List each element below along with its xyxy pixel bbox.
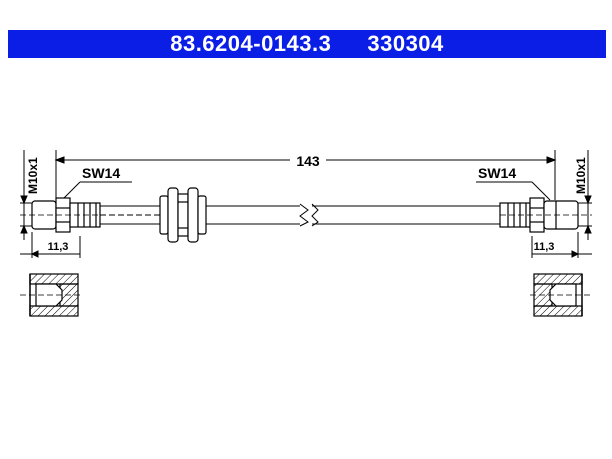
hose-bracket bbox=[159, 187, 207, 243]
wrench-leader-right bbox=[476, 181, 551, 201]
thread-label-right: M10x1 bbox=[574, 157, 588, 194]
thread-label-left: M10x1 bbox=[26, 157, 40, 194]
depth-dimension-left bbox=[20, 232, 81, 258]
part-number: 83.6204-0143.3 bbox=[170, 31, 332, 56]
length-label: 143 bbox=[296, 153, 320, 169]
wrench-size-label-right: SW14 bbox=[478, 165, 516, 181]
reference-number: 330304 bbox=[367, 31, 444, 56]
depth-label-right: 11,3 bbox=[534, 241, 555, 253]
depth-label-left: 11,3 bbox=[48, 241, 69, 253]
length-dimension bbox=[54, 150, 557, 200]
title-bar: 83.6204-0143.3 330304 bbox=[8, 30, 606, 58]
wrench-leader-left bbox=[61, 181, 132, 201]
section-view-right bbox=[530, 273, 592, 317]
depth-dimension-right bbox=[531, 232, 592, 258]
section-view-left bbox=[20, 273, 82, 317]
wrench-size-label-left: SW14 bbox=[82, 165, 120, 181]
thread-dimension-right bbox=[572, 150, 592, 240]
thread-dimension-left bbox=[20, 150, 40, 240]
